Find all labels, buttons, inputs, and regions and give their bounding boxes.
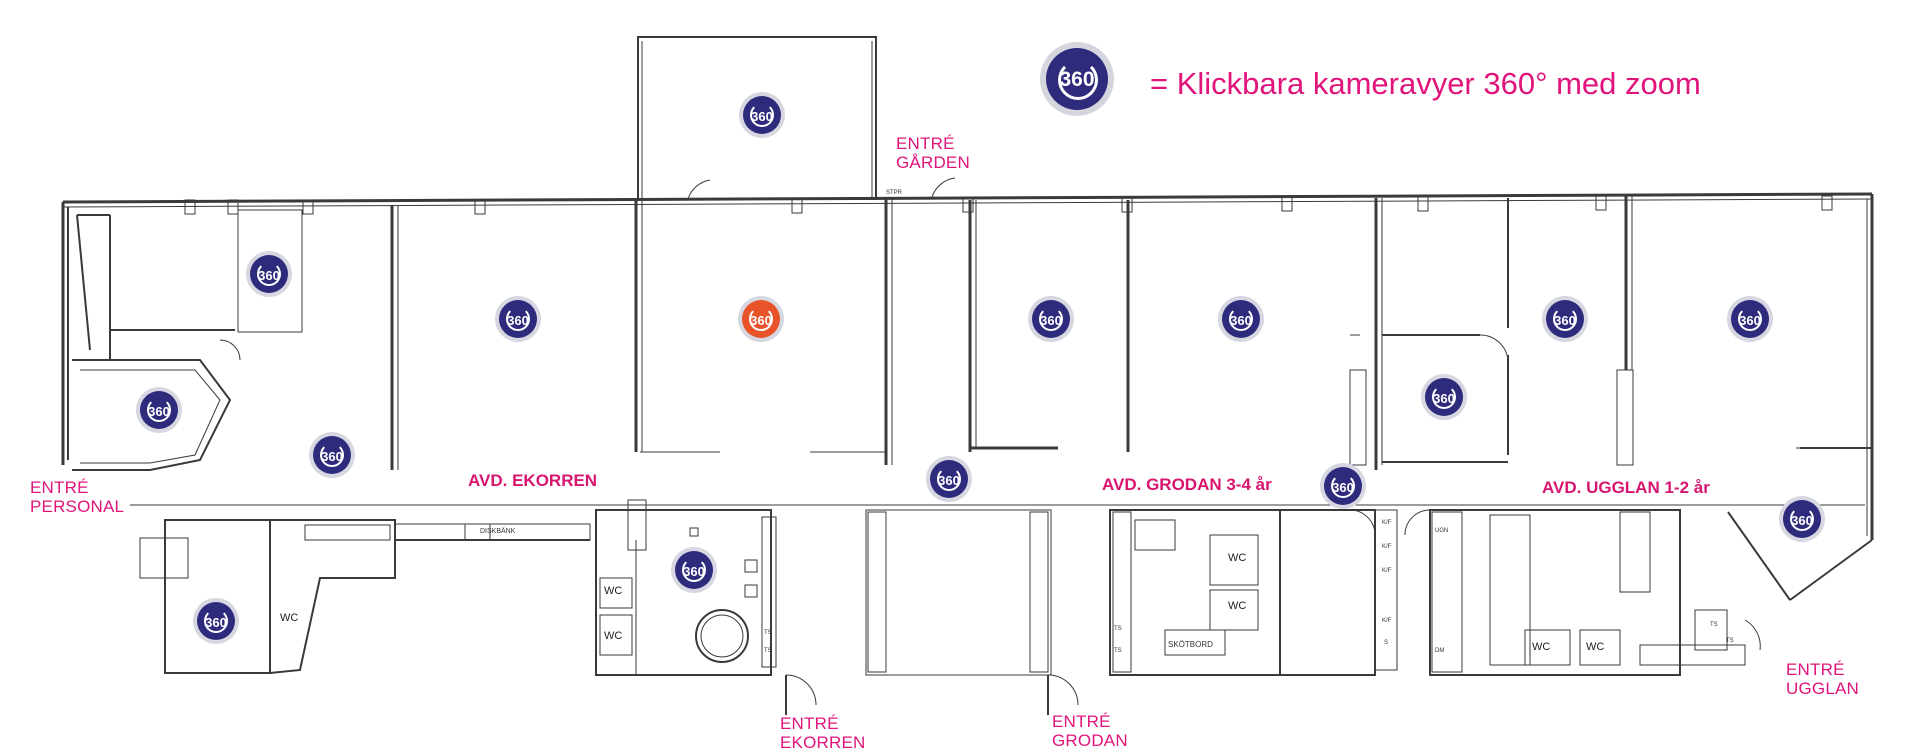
camera-360-button[interactable]: 360 — [1727, 296, 1773, 342]
rotate-arrow-icon — [506, 307, 530, 331]
entrance-ekorren-label: ENTRÉ EKORREN — [780, 714, 866, 752]
kf-label: K/F — [1382, 544, 1392, 550]
rotate-arrow-icon — [682, 558, 706, 582]
rotate-arrow-icon — [1039, 307, 1063, 331]
rotate-arrow-icon — [1331, 474, 1355, 498]
entrance-ugglan-label: ENTRÉ UGGLAN — [1786, 660, 1859, 698]
camera-360-button[interactable]: 360 — [671, 547, 717, 593]
ts-label: TS — [764, 648, 772, 654]
legend-icon-label: 360 — [1059, 68, 1095, 91]
camera-360-button[interactable]: 360 — [1028, 296, 1074, 342]
room-wc-label: WC — [1228, 552, 1247, 564]
camera-360-button[interactable]: 360 — [193, 598, 239, 644]
rotate-arrow-icon — [937, 467, 961, 491]
rotate-arrow-icon — [147, 398, 171, 422]
department-ekorren-label: AVD. EKORREN — [468, 471, 598, 490]
room-wc-label: WC — [604, 630, 623, 642]
room-wc-label: WC — [280, 612, 299, 624]
kf-label: K/F — [1382, 520, 1392, 526]
rotate-arrow-icon — [1790, 507, 1814, 531]
ts-label: TS — [1726, 638, 1734, 644]
camera-360-button[interactable]: 360 — [246, 251, 292, 297]
rotate-arrow-icon — [750, 103, 774, 127]
camera-360-button[interactable]: 360 — [926, 456, 972, 502]
camera-360-legend-icon: 360 — [1040, 42, 1114, 116]
entrance-garden-label: ENTRÉ GÅRDEN — [896, 134, 970, 172]
camera-360-button[interactable]: 360 — [1421, 374, 1467, 420]
rotate-arrow-icon — [1432, 385, 1456, 409]
room-wc-label: WC — [1586, 641, 1605, 653]
room-wc-label: WC — [604, 585, 623, 597]
rotate-arrow-icon — [320, 443, 344, 467]
camera-360-button[interactable]: 360 — [136, 387, 182, 433]
rotate-arrow-icon — [1229, 307, 1253, 331]
ts-label: TS — [764, 630, 772, 636]
camera-360-button[interactable]: 360 — [309, 432, 355, 478]
rotate-arrow-icon — [204, 609, 228, 633]
rotate-arrow-icon — [749, 307, 773, 331]
stpr-label: STPR — [886, 190, 903, 196]
camera-360-button-active[interactable]: 360 — [738, 296, 784, 342]
room-wc-label: WC — [1532, 641, 1551, 653]
department-ugglan-label: AVD. UGGLAN 1-2 år — [1542, 478, 1710, 497]
camera-360-button[interactable]: 360 — [739, 92, 785, 138]
department-grodan-label: AVD. GRODAN 3-4 år — [1102, 475, 1272, 494]
camera-360-button[interactable]: 360 — [1320, 463, 1366, 509]
camera-360-button[interactable]: 360 — [1779, 496, 1825, 542]
rotate-arrow-icon — [1738, 307, 1762, 331]
skotbord-label: SKÖTBORD — [1168, 640, 1213, 649]
s-label: S — [1384, 640, 1389, 646]
entrance-personal-label: ENTRÉ PERSONAL — [30, 478, 125, 516]
room-wc-label: WC — [1228, 600, 1247, 612]
ts-label: TS — [1114, 626, 1122, 632]
rotate-arrow-icon — [257, 262, 281, 286]
rotate-arrow-icon — [1553, 307, 1577, 331]
entrance-grodan-label: ENTRÉ GRODAN — [1052, 712, 1128, 750]
camera-360-button[interactable]: 360 — [495, 296, 541, 342]
kf-label: K/F — [1382, 618, 1392, 624]
dm-label: DM — [1435, 648, 1445, 654]
camera-360-button[interactable]: 360 — [1542, 296, 1588, 342]
rotate-arrow-icon — [1058, 60, 1098, 100]
ts-label: TS — [1114, 648, 1122, 654]
kf-label: K/F — [1382, 568, 1392, 574]
legend-text: = Klickbara kameravyer 360° med zoom — [1150, 66, 1701, 101]
camera-360-button[interactable]: 360 — [1218, 296, 1264, 342]
ts-label: TS — [1710, 622, 1718, 628]
diskbank-label: DISKBÄNK — [480, 528, 516, 535]
ugn-label: UGN — [1435, 528, 1449, 534]
